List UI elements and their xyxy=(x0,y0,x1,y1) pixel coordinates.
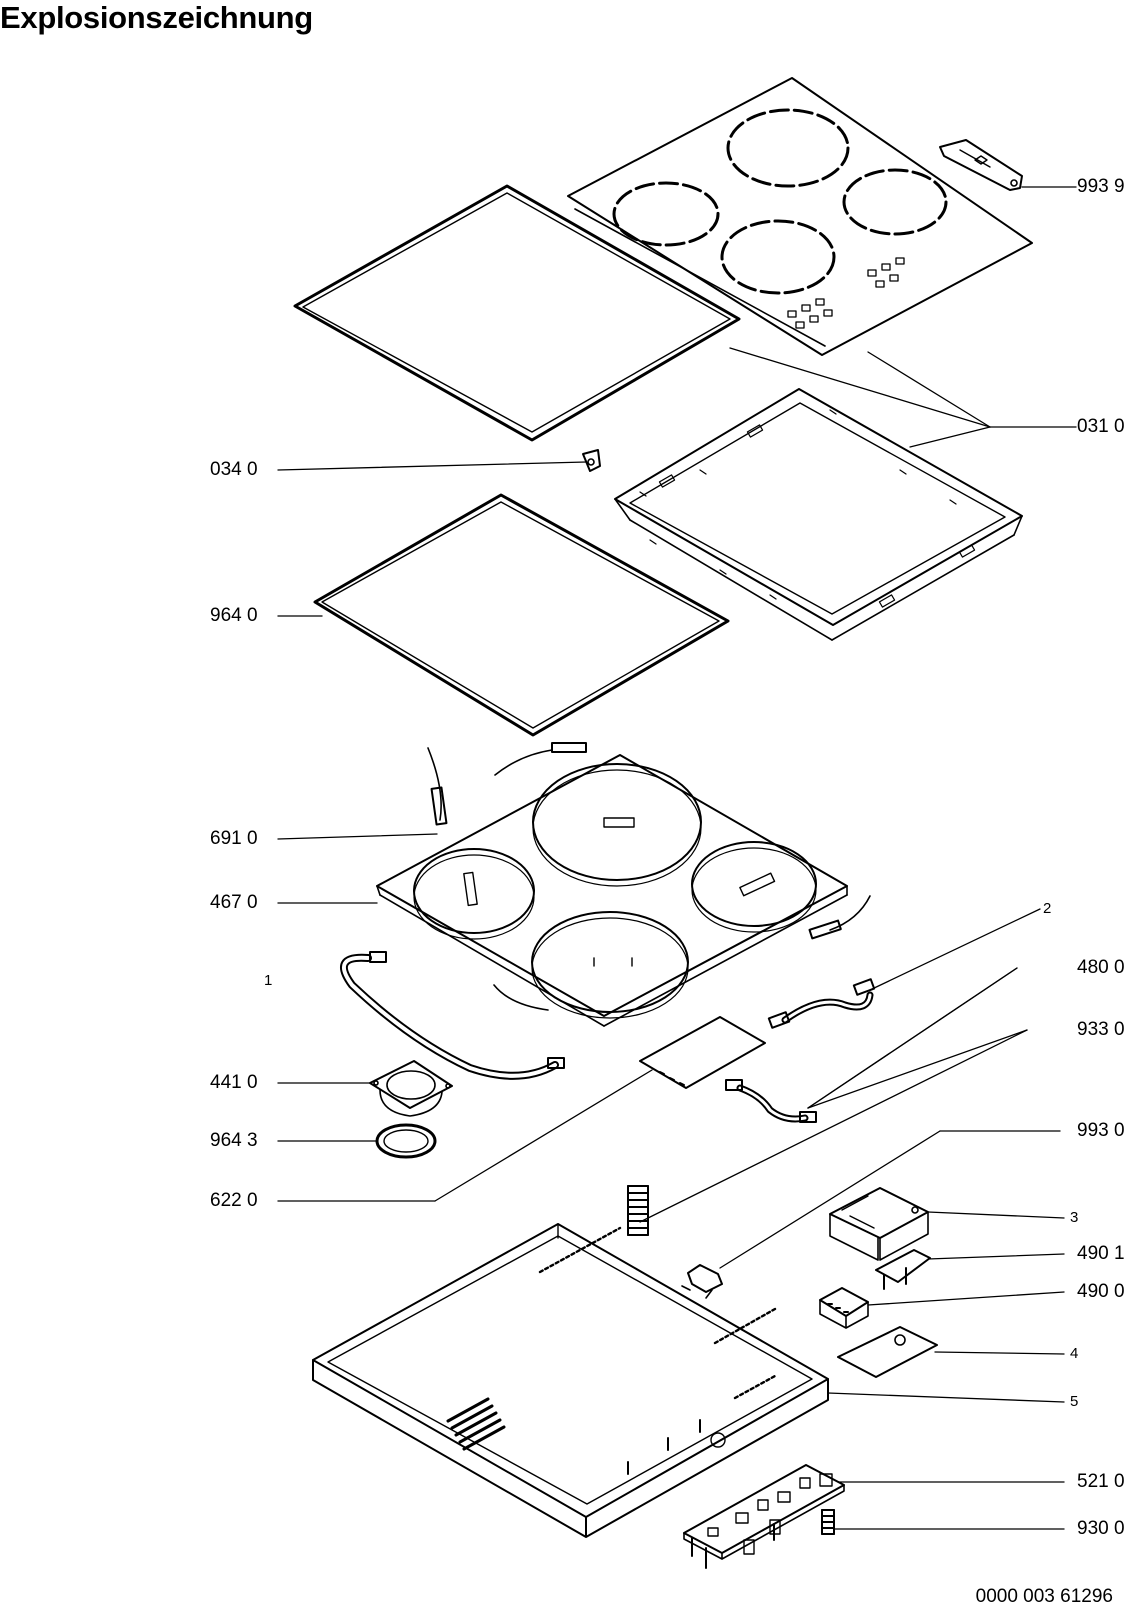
clip-part-0340 xyxy=(582,449,601,472)
base-tray-5 xyxy=(312,1223,829,1538)
label-callout-5: 5 xyxy=(1070,1393,1079,1410)
bracket-part-3 xyxy=(829,1187,929,1261)
cable-harness-1 xyxy=(339,951,565,1080)
ring-part-9643 xyxy=(375,1123,437,1159)
cable-part-9330 xyxy=(725,1079,817,1123)
label-callout-2: 2 xyxy=(1043,900,1052,917)
page-title: Explosionszeichnung xyxy=(0,0,313,35)
bracket-part-9930 xyxy=(681,1264,723,1299)
label-6910: 691 0 xyxy=(210,828,258,849)
label-9643: 964 3 xyxy=(210,1130,258,1151)
label-4800: 480 0 xyxy=(1077,957,1125,978)
heating-elements-plate xyxy=(376,754,848,1027)
label-4670: 467 0 xyxy=(210,892,258,913)
label-callout-4: 4 xyxy=(1070,1345,1079,1362)
label-callout-3: 3 xyxy=(1070,1209,1079,1226)
control-board-5210 xyxy=(683,1464,845,1569)
label-callout-1: 1 xyxy=(264,972,273,989)
label-0310: 031 0 xyxy=(1077,416,1125,437)
relay-part-4900 xyxy=(819,1287,869,1329)
label-4900: 490 0 xyxy=(1077,1281,1125,1302)
circuit-board-4 xyxy=(837,1326,938,1378)
leader-lines xyxy=(277,186,1077,1530)
spring-small xyxy=(821,1509,835,1535)
label-9300: 930 0 xyxy=(1077,1518,1125,1539)
circuit-board-6220 xyxy=(639,1016,766,1089)
fan-part-4410 xyxy=(369,1060,453,1117)
spring-large xyxy=(627,1185,649,1236)
cooktop-frame xyxy=(614,388,1023,641)
temperature-sensors xyxy=(427,742,871,1011)
label-9330: 933 0 xyxy=(1077,1019,1125,1040)
label-0340: 034 0 xyxy=(210,459,258,480)
seal-part-9640 xyxy=(313,493,730,737)
label-4410: 441 0 xyxy=(210,1072,258,1093)
cable-harness-2 xyxy=(767,978,876,1029)
switch-part-4901 xyxy=(875,1249,931,1290)
document-number: 0000 003 61296 xyxy=(975,1586,1113,1607)
ceramic-glass-top xyxy=(567,77,1033,356)
clip-part-9939 xyxy=(939,139,1023,191)
label-9930: 993 0 xyxy=(1077,1120,1125,1141)
label-6220: 622 0 xyxy=(210,1190,258,1211)
label-9939: 993 9 xyxy=(1077,176,1125,197)
label-5210: 521 0 xyxy=(1077,1471,1125,1492)
label-4901: 490 1 xyxy=(1077,1243,1125,1264)
frame-seal xyxy=(293,184,741,442)
label-9640: 964 0 xyxy=(210,605,258,626)
